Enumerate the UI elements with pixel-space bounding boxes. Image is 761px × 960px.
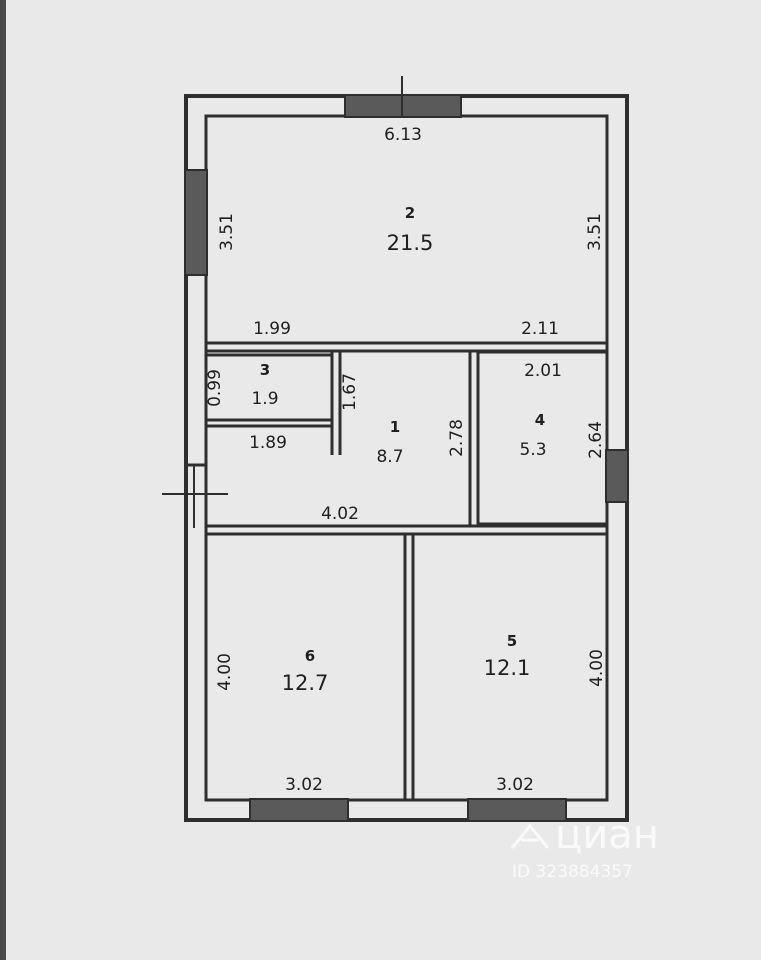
room-3-number: 3 [260,361,270,379]
room-2-area: 21.5 [387,231,434,255]
room-6-number: 6 [305,647,315,665]
dim-room2-right: 3.51 [585,213,605,251]
room-1-number: 1 [390,418,400,436]
dimension-labels: 6.13 3.51 3.51 1.99 2.11 0.99 1.67 1.89 … [205,125,607,795]
dim-room2-bottom-right: 2.11 [521,319,559,339]
window-bottom-left [249,798,349,822]
dim-top-width: 6.13 [384,125,422,145]
watermark: циан ID 323884357 [510,812,659,882]
interior-walls [186,341,609,800]
room-3-area: 1.9 [251,389,278,409]
windows [184,94,629,822]
dim-room3-right: 1.67 [340,373,360,411]
dim-room5-bottom: 3.02 [496,775,534,795]
room-2-number: 2 [405,204,415,222]
dim-room2-left: 3.51 [217,213,237,251]
dim-hall-bottom: 4.02 [321,504,359,524]
dim-room6-bottom: 3.02 [285,775,323,795]
dim-room1-right: 2.78 [447,419,467,457]
window-left [184,169,208,276]
room-4-area: 5.3 [519,440,546,460]
dim-room3-bottom: 1.89 [249,433,287,453]
left-edge-frame [0,0,6,960]
window-right [605,449,629,503]
room-1-area: 8.7 [376,447,403,467]
dim-room6-left: 4.00 [215,653,235,691]
dim-room4-top: 2.01 [524,361,562,381]
watermark-logo-icon [510,823,550,849]
dim-room4-right: 2.64 [586,421,606,459]
axis-marks [162,76,403,528]
watermark-id: ID 323884357 [512,862,633,882]
dim-room2-bottom-left: 1.99 [253,319,291,339]
dim-room5-right: 4.00 [587,649,607,687]
room-6-area: 12.7 [282,671,329,695]
room-labels: 2 21.5 3 1.9 1 8.7 4 5.3 6 12.7 5 12.1 [251,204,546,695]
dim-room3-height: 0.99 [205,369,225,407]
room-5-number: 5 [507,632,517,650]
room-5-area: 12.1 [484,656,531,680]
room-4-number: 4 [535,411,545,429]
watermark-brand: циан [555,812,659,858]
window-bottom-right [467,798,567,822]
